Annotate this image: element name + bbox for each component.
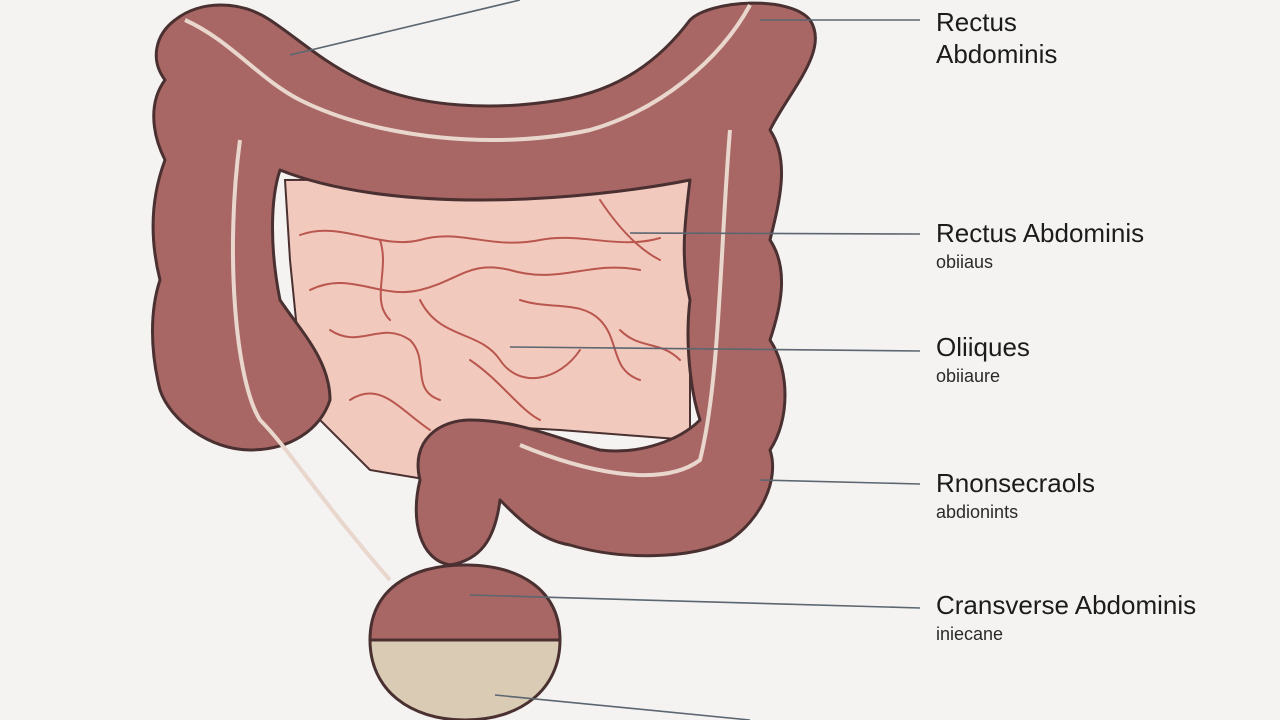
leader-lines bbox=[289, 0, 921, 720]
label-title: Rnonsecraols bbox=[936, 468, 1095, 498]
label-title: Rectus Abdominis bbox=[936, 218, 1145, 248]
bladder bbox=[368, 563, 562, 720]
colon-band bbox=[184, 4, 752, 582]
label-sub: iniecane bbox=[936, 624, 1004, 644]
label-sub: obiiaure bbox=[936, 366, 1001, 386]
intestine-folds bbox=[299, 199, 681, 431]
label-rnonsecraols: Rnonsecraols abdionints bbox=[936, 467, 1095, 525]
label-transverse-abdominis: Cransverse Abdominis iniecane bbox=[936, 589, 1196, 647]
colon bbox=[151, 1, 817, 567]
label-title: Rectus Abdominis bbox=[936, 7, 1058, 69]
label-rectus-abdominis-top: Rectus Abdominis bbox=[936, 6, 1057, 70]
label-rectus-abdominis: Rectus Abdominis obiiaus bbox=[936, 217, 1144, 275]
label-title: Cransverse Abdominis bbox=[936, 590, 1197, 620]
label-obliques: Oliiques obiiaure bbox=[936, 331, 1030, 389]
label-title: Oliiques bbox=[936, 332, 1030, 362]
label-sub: abdionints bbox=[936, 502, 1019, 522]
label-sub: obiiaus bbox=[936, 252, 994, 272]
